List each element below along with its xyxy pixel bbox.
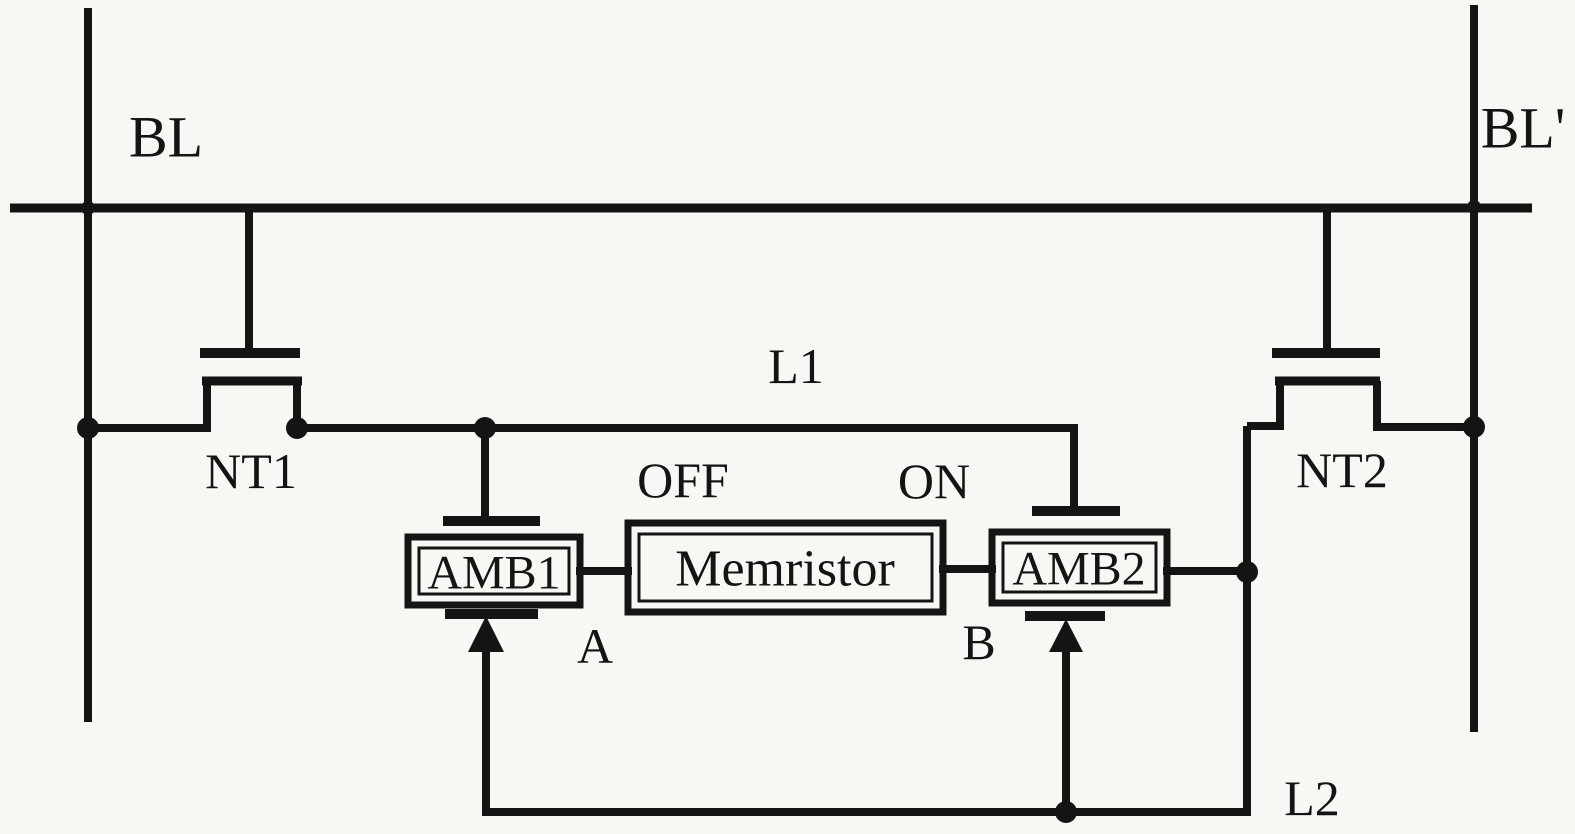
junction-dot-nt2-blprime <box>1463 416 1485 438</box>
crossing-dot-right <box>1467 200 1481 214</box>
l1-label: L1 <box>768 338 824 394</box>
memristor-block: Memristor <box>624 519 947 616</box>
memristor-label: Memristor <box>675 541 895 598</box>
amb2-block: AMB2 <box>988 506 1171 812</box>
junction-dot-nt1-l1 <box>286 417 308 439</box>
junction-dot-l2-arrow <box>1055 801 1077 823</box>
nt1-label: NT1 <box>205 443 297 499</box>
nt1-source-leg <box>88 381 211 432</box>
junction-dot-bl-nt1 <box>77 417 99 439</box>
amb2-label: AMB2 <box>1012 543 1145 596</box>
wire-l2 <box>482 426 1251 816</box>
amb1-label: AMB1 <box>427 547 560 600</box>
wire-l1 <box>297 424 1078 515</box>
amb2-box-inner <box>1001 541 1158 594</box>
transistor-nt1 <box>88 208 302 432</box>
state-on-label: ON <box>898 453 970 509</box>
nt2-source-leg <box>1247 381 1284 430</box>
transistor-nt2 <box>1247 208 1474 431</box>
terminal-a-label: A <box>577 618 613 674</box>
bl-label: BL <box>129 105 203 170</box>
nt2-drain-leg <box>1373 381 1474 431</box>
amb1-arrow-head <box>468 616 504 652</box>
l2-label: L2 <box>1284 770 1340 826</box>
amb1-block: AMB1 <box>404 428 584 812</box>
terminal-b-label: B <box>962 614 995 670</box>
memristor-box-inner <box>637 532 934 603</box>
bl-prime-label: BL' <box>1481 96 1566 161</box>
amb1-box-inner <box>417 546 571 596</box>
crossing-dot-left <box>81 201 95 215</box>
state-off-label: OFF <box>637 452 729 508</box>
nt2-label: NT2 <box>1296 442 1388 498</box>
amb2-arrow-head <box>1049 619 1083 652</box>
